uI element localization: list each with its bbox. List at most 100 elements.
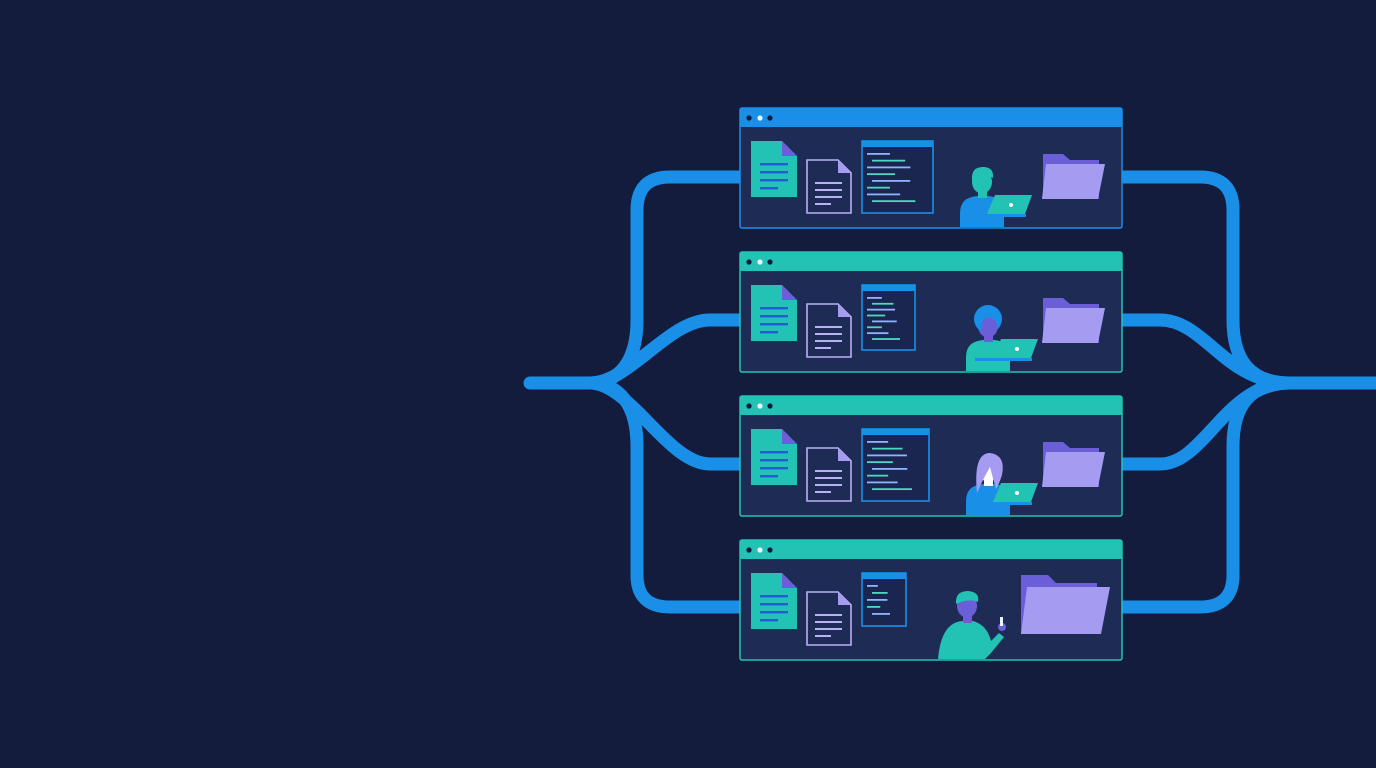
document-icon	[751, 141, 797, 197]
folder-icon	[1042, 154, 1105, 199]
person-hair	[976, 453, 1003, 493]
branch-line-2-right	[1113, 313, 1297, 390]
document-icon	[751, 573, 797, 629]
document-line	[760, 323, 788, 326]
page-shape	[806, 159, 852, 214]
laptop-logo	[1015, 347, 1019, 351]
code-editor-icon	[861, 140, 934, 214]
page-line	[815, 491, 831, 493]
code-line	[867, 332, 889, 335]
page-icon	[806, 591, 852, 646]
code-editor-icon	[861, 572, 907, 627]
laptop-logo	[1009, 203, 1013, 207]
code-line	[872, 447, 903, 450]
code-line	[872, 200, 916, 203]
code-line	[872, 302, 894, 305]
document-line	[760, 331, 778, 334]
document-line	[760, 451, 788, 454]
code-line	[872, 488, 912, 491]
title-bar	[740, 396, 1122, 415]
page-icon	[806, 159, 852, 214]
code-line	[867, 481, 898, 484]
code-line	[867, 599, 888, 601]
window-dot	[757, 547, 763, 553]
title-bar	[740, 252, 1122, 271]
code-line	[867, 166, 911, 169]
editor-frame	[861, 140, 934, 214]
document-line	[760, 611, 788, 614]
person-face	[981, 317, 997, 337]
code-line	[867, 186, 890, 189]
folder-front	[1042, 308, 1105, 343]
window-dot	[746, 115, 752, 121]
document-fold	[782, 285, 797, 300]
page-shape	[806, 303, 852, 358]
page-line	[815, 196, 842, 198]
window-panels	[739, 107, 1123, 661]
folder-front	[1021, 587, 1110, 634]
person-pen	[1000, 617, 1003, 626]
document-line	[760, 179, 788, 182]
folder-icon	[1042, 442, 1105, 487]
folder-front	[1042, 164, 1105, 199]
laptop-icon	[975, 339, 1038, 361]
laptop-base	[975, 502, 1032, 505]
page-line	[815, 484, 842, 486]
person-body	[938, 621, 1004, 659]
laptop-base	[969, 214, 1026, 217]
editor-header	[862, 429, 929, 435]
person-icon	[960, 167, 1032, 227]
code-line	[872, 613, 890, 615]
window-panel	[739, 539, 1123, 661]
page-line	[815, 614, 842, 616]
window-dot	[767, 403, 773, 409]
editor-header	[862, 285, 915, 291]
code-line	[872, 180, 911, 182]
document-icon	[751, 285, 797, 341]
document-fold	[782, 141, 797, 156]
code-line	[872, 468, 908, 470]
laptop-icon	[969, 195, 1032, 217]
code-line	[867, 326, 882, 329]
branch-line-4-right	[1113, 376, 1297, 614]
laptop-base	[975, 358, 1032, 361]
page-line	[815, 635, 831, 637]
code-editor-icon	[861, 428, 930, 502]
code-line	[867, 606, 881, 608]
page-fold	[838, 304, 851, 317]
title-bar	[740, 108, 1122, 127]
person-neck	[984, 477, 993, 486]
window-dot	[767, 259, 773, 265]
window-dot	[757, 403, 763, 409]
window-panel	[739, 107, 1123, 229]
branch-line-2-left	[583, 313, 749, 390]
code-line	[867, 173, 896, 176]
document-fold	[782, 429, 797, 444]
document-fold	[782, 573, 797, 588]
page-line	[815, 628, 842, 630]
folder-icon	[1021, 575, 1110, 634]
code-line	[867, 441, 889, 443]
branch-line-3-right	[1113, 376, 1297, 471]
window-dot	[746, 403, 752, 409]
person-hair	[971, 167, 994, 180]
code-line	[867, 314, 886, 317]
code-line	[867, 461, 893, 464]
page-shape	[806, 591, 852, 646]
window-dot	[757, 259, 763, 265]
person-hair	[955, 591, 979, 604]
window-dot	[767, 115, 773, 121]
editor-frame	[861, 428, 930, 502]
code-editor-icon	[861, 284, 916, 351]
page-icon	[806, 447, 852, 502]
page-line	[815, 477, 842, 479]
document-line	[760, 595, 788, 598]
branch-line-1-left	[583, 170, 749, 390]
page-icon	[806, 303, 852, 358]
editor-header	[862, 141, 933, 147]
window-panel	[739, 251, 1123, 373]
code-line	[867, 297, 882, 299]
document-line	[760, 467, 788, 470]
code-line	[867, 308, 896, 311]
window-dot	[767, 547, 773, 553]
